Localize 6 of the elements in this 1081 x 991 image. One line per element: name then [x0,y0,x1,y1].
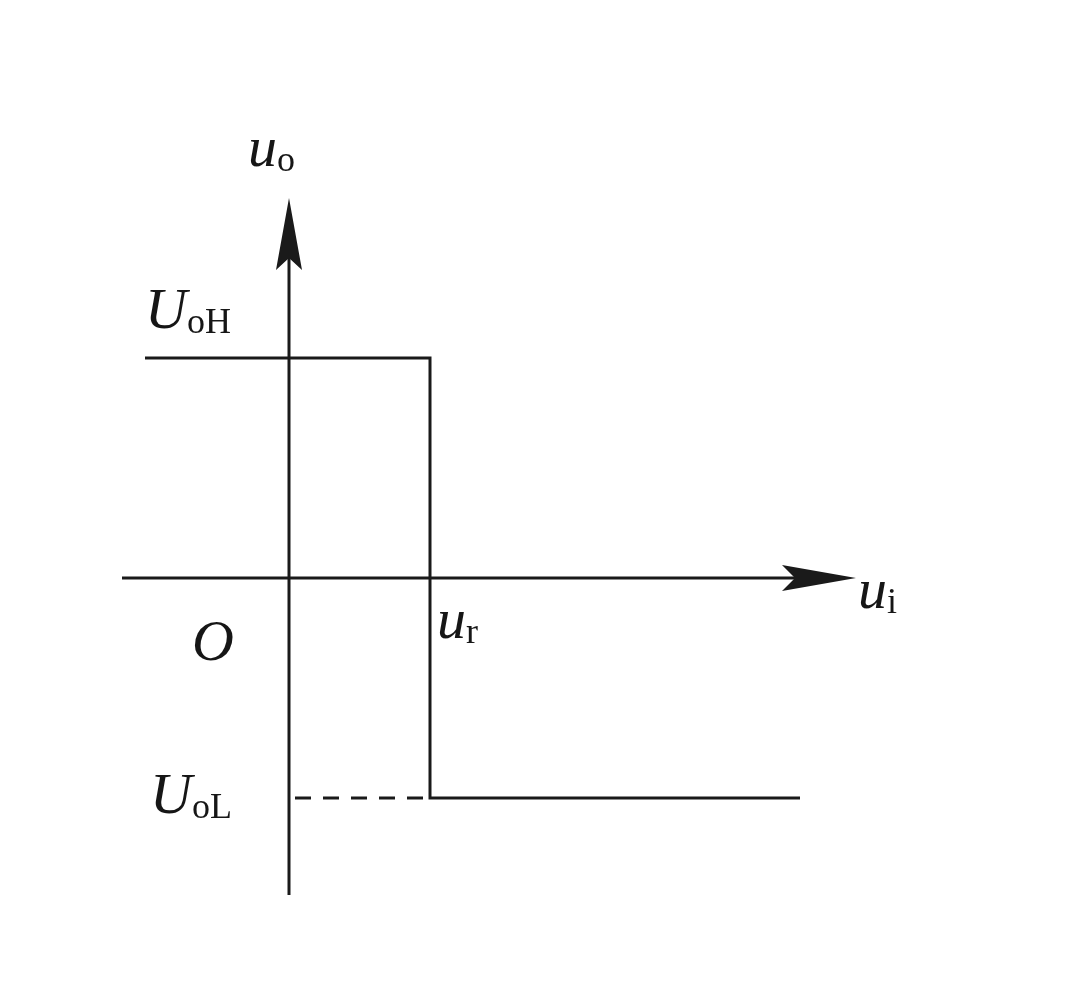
threshold-label: u$_{r}$ [437,590,478,650]
axis-label: U$_{oH}$ [145,280,231,340]
axis-label: u$_{i}$ [858,560,897,620]
axis-label: u$_{o}$ [248,118,295,178]
origin-label: O [192,612,234,670]
axis-label: U$_{oL}$ [150,765,232,825]
